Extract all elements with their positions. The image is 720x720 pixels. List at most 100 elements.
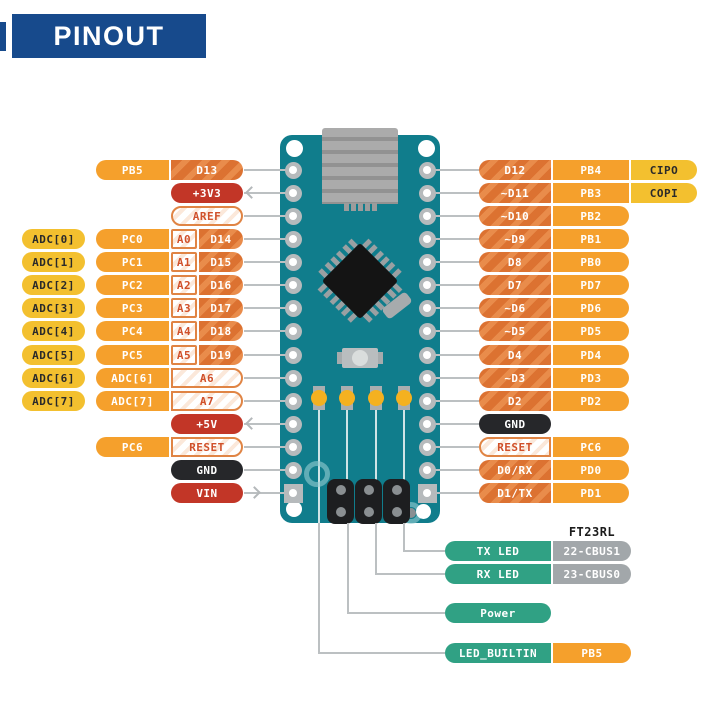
usb-leg: [358, 203, 363, 211]
pin-label-aref: AREF: [171, 206, 243, 226]
pin-label-pb2: PB2: [553, 206, 629, 226]
led: [368, 390, 384, 406]
usb-leg: [351, 203, 356, 211]
pin-hole: [423, 397, 431, 405]
pin-label-d14: D14: [199, 229, 243, 249]
connector-line: [244, 469, 290, 471]
pin-label-d12: D12: [479, 160, 551, 180]
usb-leg: [344, 203, 349, 211]
pin-label-pb5: PB5: [96, 160, 169, 180]
led-trace-line: [403, 398, 405, 523]
pin-label-pc1: PC1: [96, 252, 169, 272]
connector-line: [429, 192, 479, 194]
pin-label-d1-tx: D1/TX: [479, 483, 551, 503]
pin-label-pb3: PB3: [553, 183, 629, 203]
usb-leg: [365, 203, 370, 211]
pin-label-adc-7: ADC[7]: [22, 391, 85, 411]
led-trace-line: [346, 398, 348, 523]
pin-label-d8: D8: [479, 252, 551, 272]
connector-line: [244, 330, 290, 332]
pin-hole: [423, 466, 431, 474]
pin-label-tx-led: TX LED: [445, 541, 551, 561]
pin-label-d10: ~D10: [479, 206, 551, 226]
connector-line: [244, 492, 290, 494]
pin-label-pb0: PB0: [553, 252, 629, 272]
pin-label-pb4: PB4: [553, 160, 629, 180]
pin-label-adc-3: ADC[3]: [22, 298, 85, 318]
pin-label-d17: D17: [199, 298, 243, 318]
callout-line: [347, 612, 445, 614]
pin-hole: [423, 166, 431, 174]
connector-line: [244, 215, 290, 217]
connector-line: [244, 169, 290, 171]
pin-hole: [289, 466, 297, 474]
connector-line: [429, 169, 479, 171]
pin-hole: [289, 397, 297, 405]
pin-label-reset: RESET: [171, 437, 243, 457]
pin-label-reset: RESET: [479, 437, 551, 457]
pin-label-pc2: PC2: [96, 275, 169, 295]
mounting-hole: [415, 503, 431, 519]
pin-hole: [423, 189, 431, 197]
led-trace-line: [318, 398, 320, 523]
led: [339, 390, 355, 406]
pin-label-pc6: PC6: [96, 437, 169, 457]
usb-leg: [372, 203, 377, 211]
connector-line: [429, 423, 479, 425]
connector-line: [429, 330, 479, 332]
connector-line: [244, 400, 290, 402]
pin-hole: [423, 327, 431, 335]
pin-label-a1: A1: [171, 252, 197, 272]
pin-label-a4: A4: [171, 321, 197, 341]
pin-label-pc0: PC0: [96, 229, 169, 249]
pin-label-d19: D19: [199, 345, 243, 365]
pin-label-d13: D13: [171, 160, 243, 180]
page-title: PINOUT: [53, 20, 165, 51]
pin-label-adc-4: ADC[4]: [22, 321, 85, 341]
pin-hole: [423, 281, 431, 289]
connector-line: [244, 192, 290, 194]
pin-label-pd0: PD0: [553, 460, 629, 480]
pin-label-led-builtin: LED_BUILTIN: [445, 643, 551, 663]
pin-label-cipo: CIPO: [631, 160, 697, 180]
pin-label-d0-rx: D0/RX: [479, 460, 551, 480]
pin-label-adc-2: ADC[2]: [22, 275, 85, 295]
pin-label-d6: ~D6: [479, 298, 551, 318]
pin-hole: [423, 351, 431, 359]
pin-label-a7: A7: [171, 391, 243, 411]
pin-label-a5: A5: [171, 345, 197, 365]
pin-hole: [289, 304, 297, 312]
pin-label-a2: A2: [171, 275, 197, 295]
pin-label-d5: ~D5: [479, 321, 551, 341]
connector-line: [429, 469, 479, 471]
pin-label-pb5: PB5: [553, 643, 631, 663]
pin-label-22-cbus1: 22-CBUS1: [553, 541, 631, 561]
connector-line: [244, 423, 290, 425]
connector-line: [244, 238, 290, 240]
pin-label-d16: D16: [199, 275, 243, 295]
pin-label-adc-5: ADC[5]: [22, 345, 85, 365]
pin-label-pd3: PD3: [553, 368, 629, 388]
icsp-pin: [335, 485, 346, 495]
pin-label-pd5: PD5: [553, 321, 629, 341]
mounting-hole: [286, 501, 302, 517]
reset-button-cap: [352, 350, 368, 366]
header-banner: PINOUT: [12, 14, 206, 58]
usb-chip-label: FT23RL: [568, 525, 616, 539]
pin-hole: [289, 420, 297, 428]
callout-line: [375, 523, 377, 575]
arrow-left-icon: [245, 186, 258, 199]
pin-hole: [423, 304, 431, 312]
pin-label-adc-6: ADC[6]: [96, 368, 169, 388]
pin-label-copi: COPI: [631, 183, 697, 203]
pin-label-5v: +5V: [171, 414, 243, 434]
icsp-pin: [363, 485, 374, 495]
pin-label-d4: D4: [479, 345, 551, 365]
icsp-pin: [391, 507, 402, 517]
icsp-pin: [363, 507, 374, 517]
connector-line: [244, 446, 290, 448]
pin-label-pc6: PC6: [553, 437, 629, 457]
callout-line: [318, 523, 320, 654]
pin-label-d15: D15: [199, 252, 243, 272]
led: [311, 390, 327, 406]
